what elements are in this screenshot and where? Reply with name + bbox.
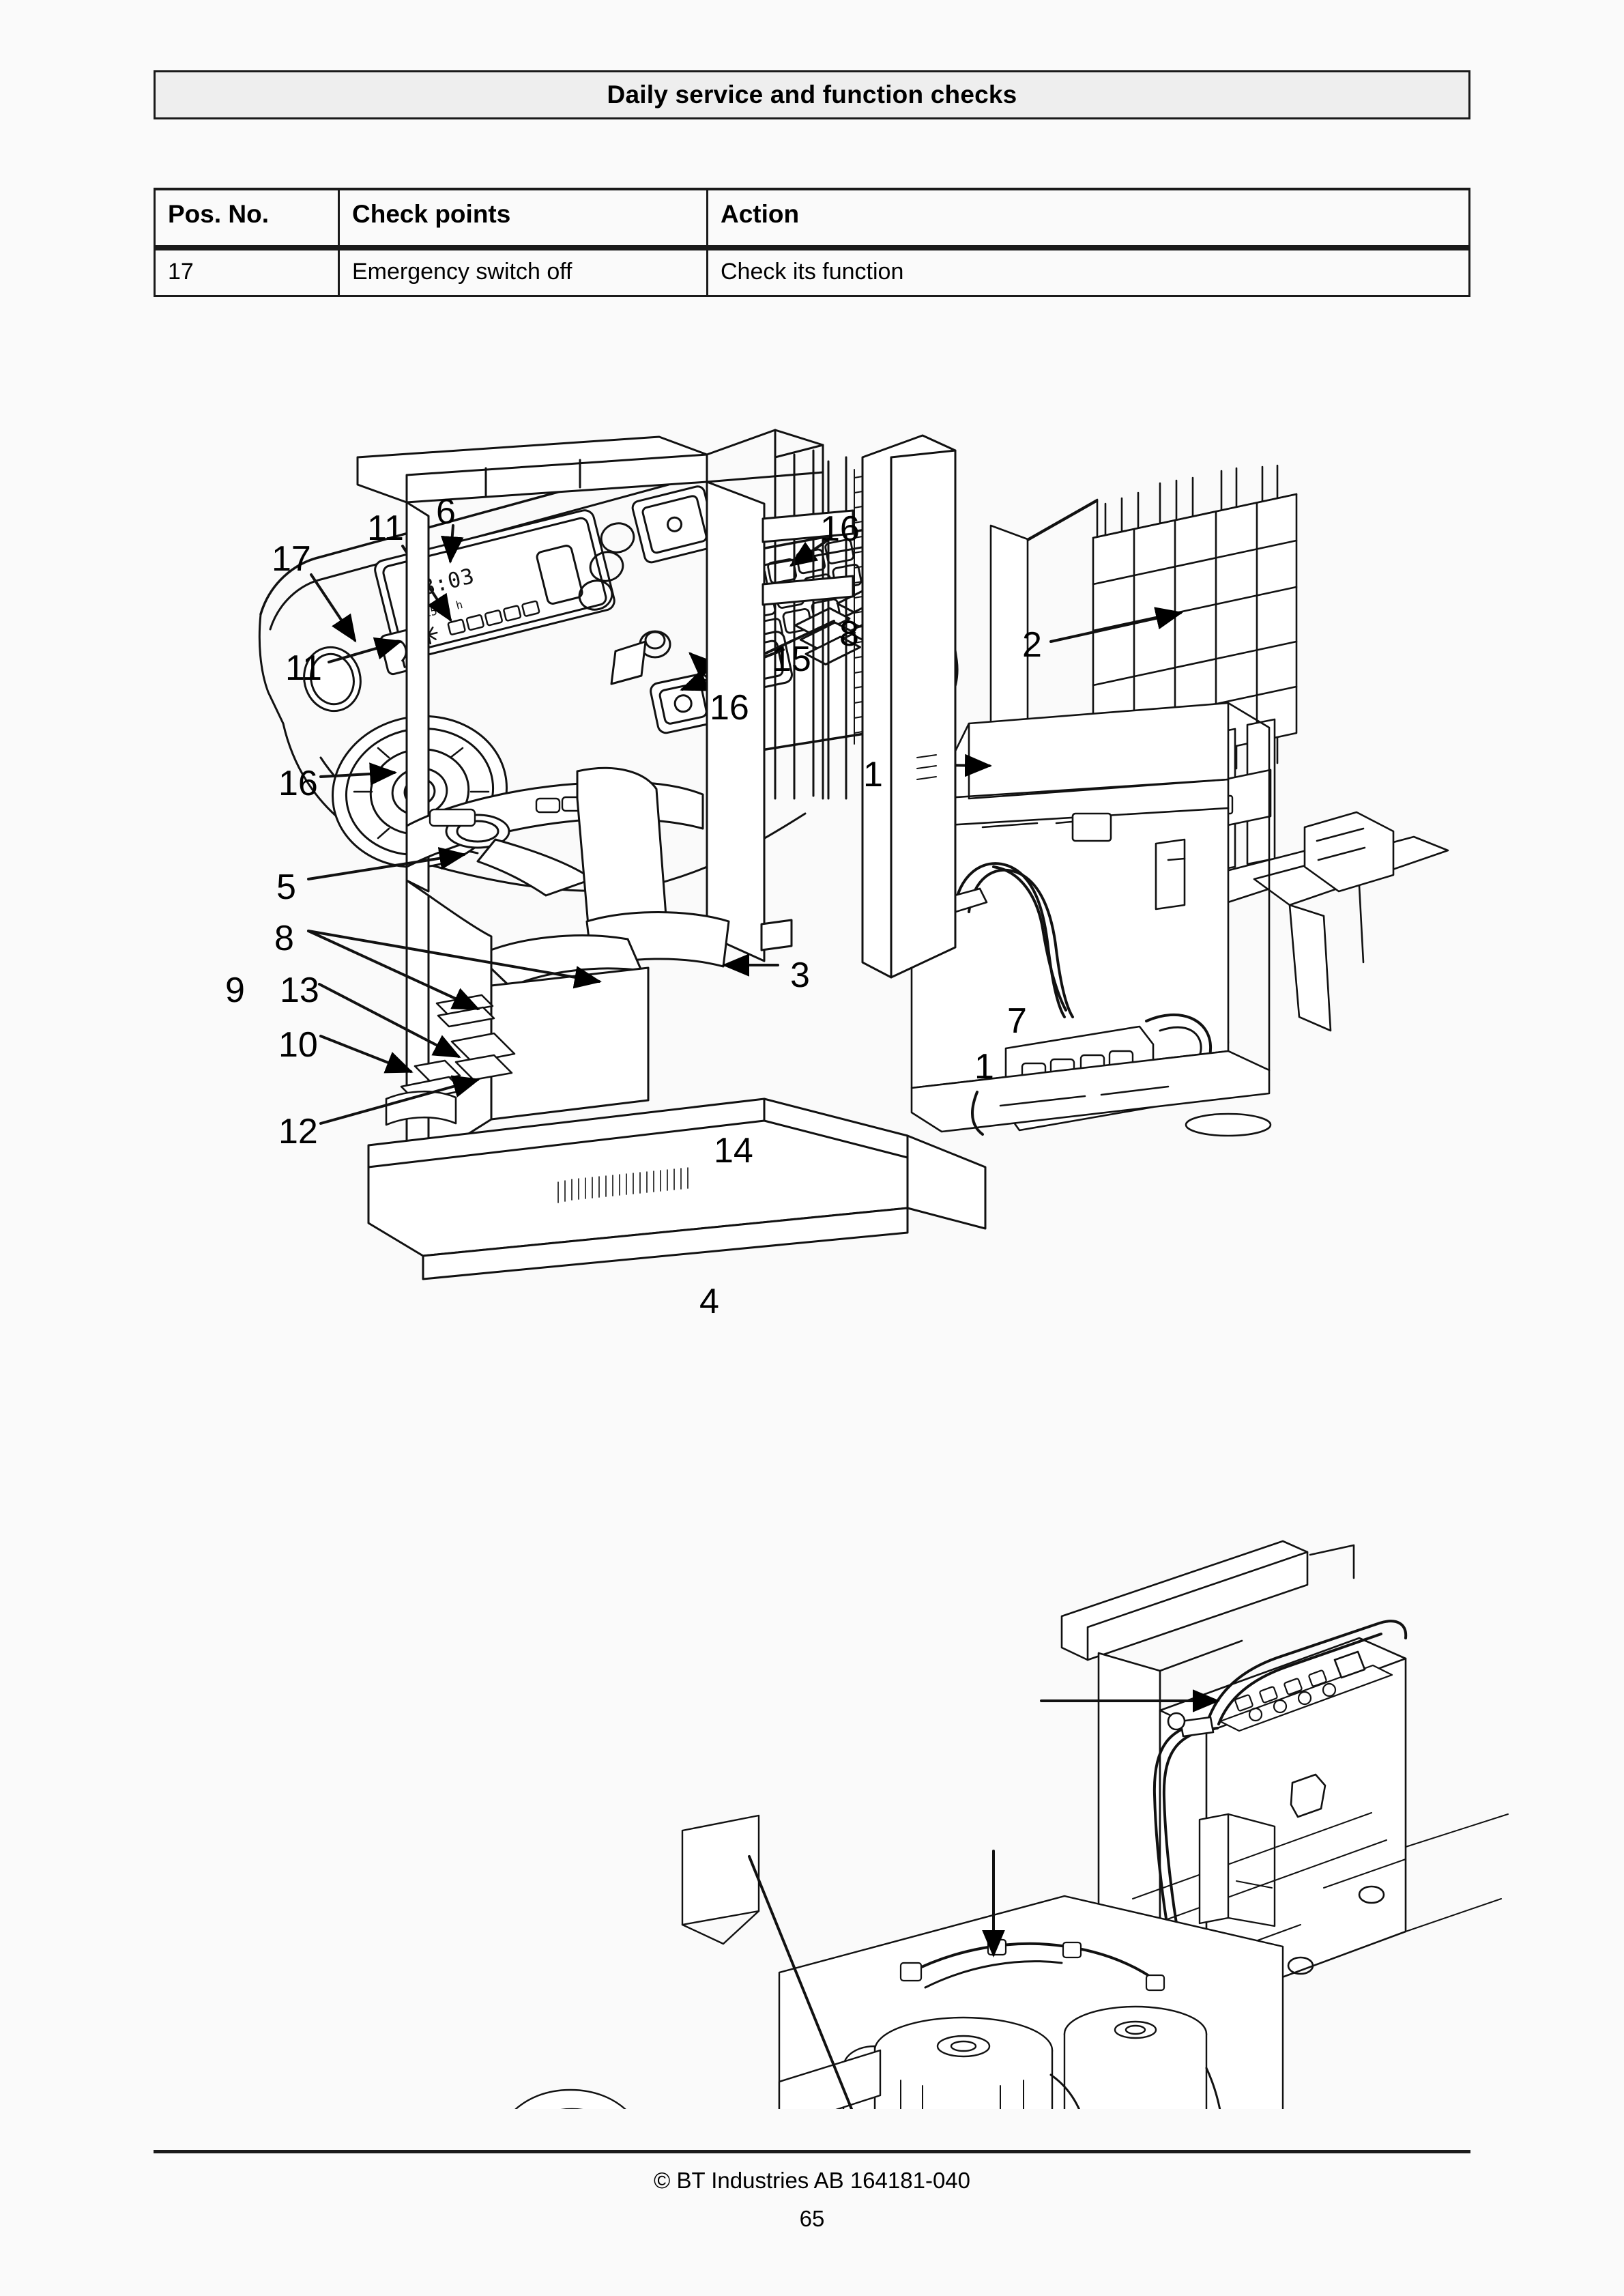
fork-wheel-detail — [514, 2089, 626, 2109]
callout-4: 4 — [699, 1282, 719, 1321]
callout-16-panel-a: 16 — [820, 509, 860, 549]
callout-5: 5 — [276, 867, 296, 907]
table-row: 17 Emergency switch off Check its functi… — [154, 248, 1470, 297]
cell-check-point: Emergency switch off — [338, 248, 708, 297]
callout-16-truck: 16 — [278, 764, 318, 803]
section-title-bar: Daily service and function checks — [154, 70, 1470, 119]
truck-overview — [356, 429, 987, 1280]
callout-leader-2 — [1049, 607, 1183, 643]
callout-leaders-panel-d — [307, 762, 779, 1125]
check-points-table: Pos. No. Check points Action 17 Emergenc… — [154, 188, 1470, 297]
callout-6: 6 — [436, 492, 456, 532]
footer-copyright: © BT Industries AB 164181-040 — [654, 2168, 970, 2193]
callout-leaders-panel-f — [748, 1850, 1005, 2109]
drive-motor-compartment-detail — [681, 1813, 1284, 2109]
callout-13: 13 — [280, 971, 319, 1010]
table-header-row: Pos. No. Check points Action — [154, 188, 1470, 250]
cell-pos-no: 17 — [154, 248, 340, 297]
column-header-check-points: Check points — [338, 188, 708, 250]
cell-action: Check its function — [706, 248, 1470, 297]
callout-11-lower: 11 — [285, 648, 322, 688]
footer-divider — [154, 2150, 1470, 2153]
callout-8-panel-a: 8 — [839, 614, 859, 654]
hydraulic-valve-block-detail — [910, 702, 1272, 1137]
page-title: Daily service and function checks — [607, 81, 1017, 109]
callout-14: 14 — [714, 1131, 753, 1171]
footer-page-number: 65 — [799, 2206, 825, 2231]
technical-illustration: 18:03 015 4 h — [0, 321, 1624, 2109]
callout-17: 17 — [272, 539, 311, 579]
callout-16-lower-panel-a: 16 — [710, 688, 749, 728]
callout-11-upper: 11 — [367, 508, 404, 548]
callout-2: 2 — [1022, 625, 1042, 665]
column-header-action: Action — [706, 188, 1470, 250]
callout-8-truck: 8 — [274, 919, 294, 958]
callout-1-motor: 1 — [974, 1047, 994, 1087]
callout-3: 3 — [790, 956, 810, 995]
callout-15: 15 — [772, 640, 811, 679]
column-header-pos-no: Pos. No. — [154, 188, 340, 250]
callout-10: 10 — [278, 1025, 318, 1065]
callout-12: 12 — [278, 1112, 318, 1151]
illustration-canvas: 18:03 015 4 h — [258, 429, 1509, 2109]
callout-9: 9 — [225, 971, 245, 1010]
callout-1-valve-block: 1 — [863, 755, 883, 794]
callout-7: 7 — [1007, 1001, 1027, 1041]
